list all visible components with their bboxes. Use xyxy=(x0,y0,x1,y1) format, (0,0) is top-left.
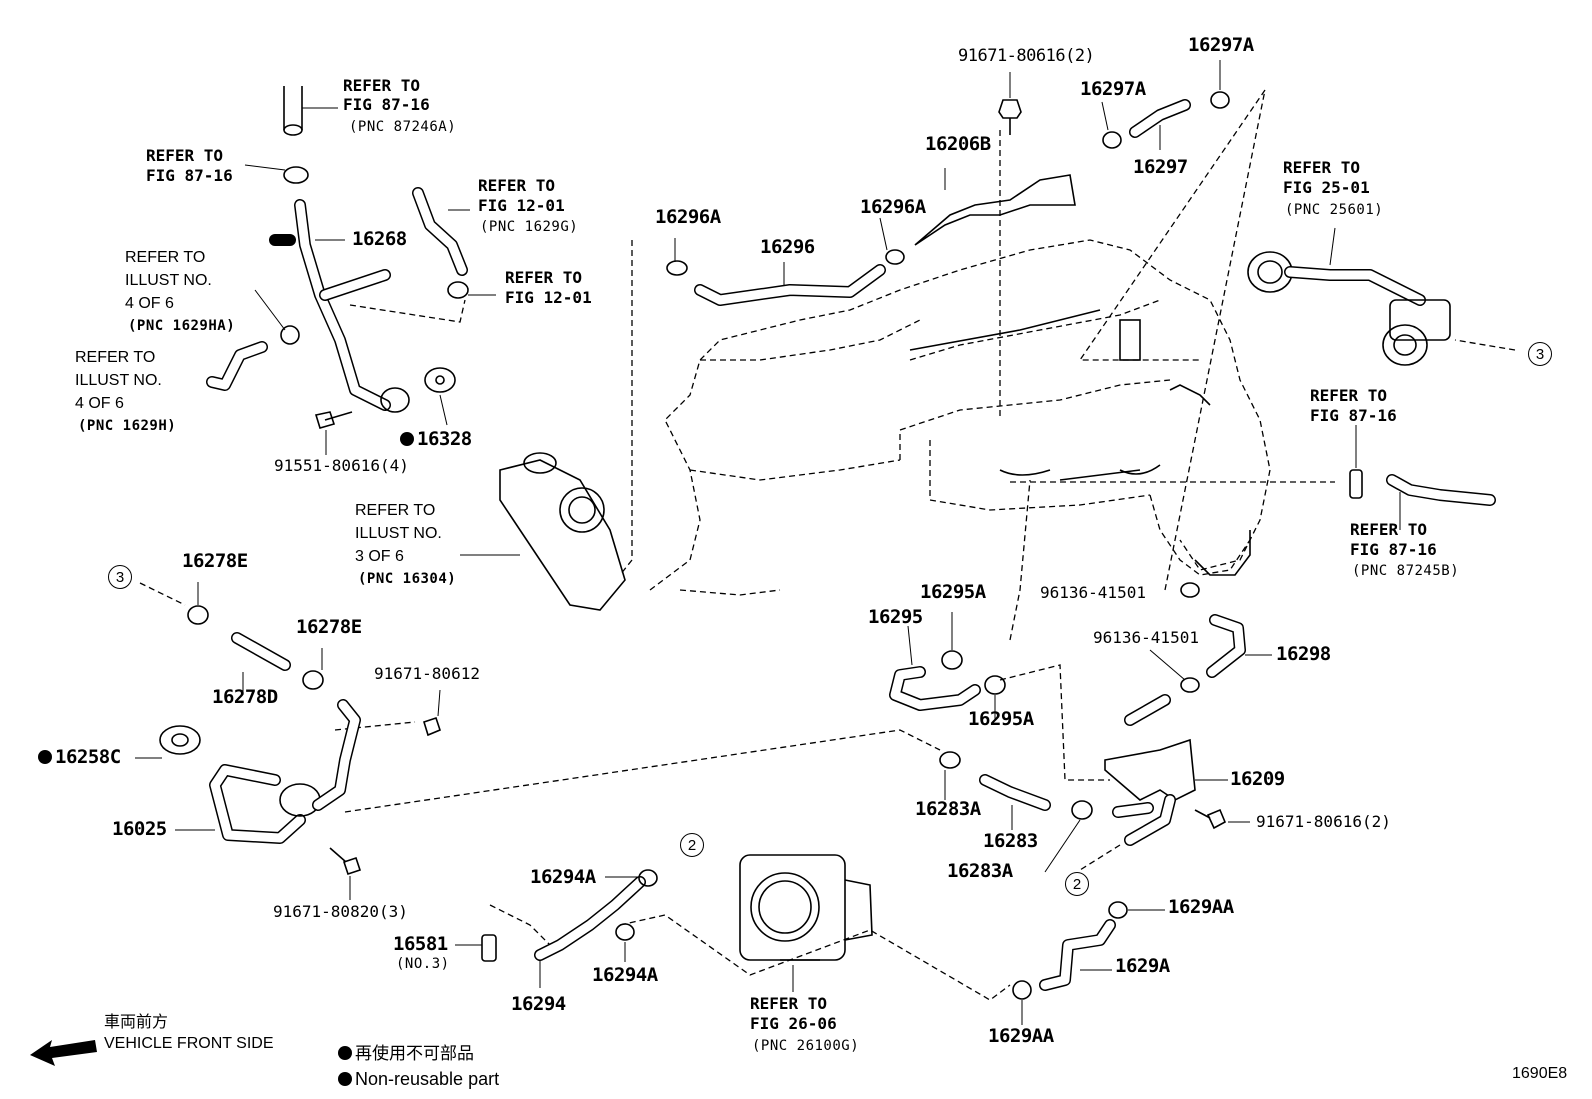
label-16209: 16209 xyxy=(1230,768,1285,790)
ref7-line2: ILLUST NO. xyxy=(355,525,442,542)
label-16294: 16294 xyxy=(511,993,566,1015)
label-96136-41501-top: 96136-41501 xyxy=(1040,583,1146,602)
label-91671-80616-top: 91671-80616(2) xyxy=(958,46,1095,66)
figure-code: 1690E8 xyxy=(1512,1065,1568,1082)
ref5-line2: ILLUST NO. xyxy=(125,272,212,289)
label-16283: 16283 xyxy=(983,830,1038,852)
ref5-line1: REFER TO xyxy=(125,249,206,266)
ref8-line3: (PNC 25601) xyxy=(1285,202,1384,218)
ref9-line2: FIG 87-16 xyxy=(1310,406,1397,425)
label-16298: 16298 xyxy=(1276,643,1331,665)
ref4-line1: REFER TO xyxy=(505,268,583,287)
ref10-line1: REFER TO xyxy=(1350,520,1428,539)
label-16297: 16297 xyxy=(1133,156,1188,178)
legend-direction-jp: 車両前方 xyxy=(104,1014,169,1031)
ref3-line3: (PNC 1629G) xyxy=(480,219,579,235)
ref1-line1: REFER TO xyxy=(343,76,421,95)
label-16283a-left: 16283A xyxy=(915,798,981,820)
ref5-line4: (PNC 1629HA) xyxy=(128,318,236,334)
ref11-line3: (PNC 26100G) xyxy=(752,1038,860,1054)
label-16295a-top: 16295A xyxy=(920,581,986,603)
label-16581-no3: (NO.3) xyxy=(396,956,450,972)
ref6-line1: REFER TO xyxy=(75,349,156,366)
ref2-line2: FIG 87-16 xyxy=(146,166,233,185)
parts-artwork xyxy=(30,60,1496,1066)
ref7-line4: (PNC 16304) xyxy=(358,571,457,587)
ref7-line3: 3 OF 6 xyxy=(355,548,404,565)
label-16294a-bottom: 16294A xyxy=(592,964,658,986)
label-16294a-top: 16294A xyxy=(530,866,596,888)
label-16328: 16328 xyxy=(400,430,472,449)
label-1629aa-top: 1629AA xyxy=(1168,896,1234,918)
ref11-line1: REFER TO xyxy=(750,994,828,1013)
ref7-line1: REFER TO xyxy=(355,502,436,519)
engine-outline xyxy=(649,239,1271,596)
callout-2-right: 2 xyxy=(1065,872,1089,896)
callout-2-center: 2 xyxy=(680,833,704,857)
label-16025: 16025 xyxy=(112,818,167,840)
ref6-line3: 4 OF 6 xyxy=(75,395,124,412)
legend-nonreuse-jp: 再使用不可部品 xyxy=(338,1045,474,1062)
label-16296: 16296 xyxy=(760,236,815,258)
label-16296a-right: 16296A xyxy=(860,196,926,218)
ref6-line4: (PNC 1629H) xyxy=(78,418,177,434)
ref10-line2: FIG 87-16 xyxy=(1350,540,1437,559)
ref8-line1: REFER TO xyxy=(1283,158,1361,177)
label-91671-80612: 91671-80612 xyxy=(374,664,480,683)
legend-direction-en: VEHICLE FRONT SIDE xyxy=(104,1035,274,1052)
ref5-line3: 4 OF 6 xyxy=(125,295,174,312)
label-16258c: 16258C xyxy=(38,748,121,767)
ref8-line2: FIG 25-01 xyxy=(1283,178,1370,197)
ref10-line3: (PNC 87245B) xyxy=(1352,563,1460,579)
label-91551-80616: 91551-80616(4) xyxy=(274,456,409,475)
ref9-line1: REFER TO xyxy=(1310,386,1388,405)
label-91671-80616-right: 91671-80616(2) xyxy=(1256,812,1391,831)
ref11-line2: FIG 26-06 xyxy=(750,1014,837,1033)
label-16278d: 16278D xyxy=(212,686,278,708)
ref3-line2: FIG 12-01 xyxy=(478,196,565,215)
label-16297a: 16297A xyxy=(1080,78,1146,100)
label-16268: 16268 xyxy=(352,228,407,250)
label-16295a-bottom: 16295A xyxy=(968,708,1034,730)
label-91671-80820: 91671-80820(3) xyxy=(273,902,408,921)
front-direction-arrow xyxy=(30,1040,97,1066)
ref1-line2: FIG 87-16 xyxy=(343,95,430,114)
ref4-line2: FIG 12-01 xyxy=(505,288,592,307)
label-1629aa-bottom: 1629AA xyxy=(988,1025,1054,1047)
label-16206b: 16206B xyxy=(925,133,991,155)
ref1-line3: (PNC 87246A) xyxy=(349,119,457,135)
callout-3-left: 3 xyxy=(108,565,132,589)
label-16581: 16581 xyxy=(393,933,448,955)
ref6-line2: ILLUST NO. xyxy=(75,372,162,389)
label-96136-41501: 96136-41501 xyxy=(1093,628,1199,647)
label-16297a-top: 16297A xyxy=(1188,34,1254,56)
label-1629a: 1629A xyxy=(1115,955,1170,977)
ref2-line1: REFER TO xyxy=(146,146,224,165)
ref3-line1: REFER TO xyxy=(478,176,556,195)
connection-lines xyxy=(139,89,1516,1001)
label-16278e: 16278E xyxy=(296,616,362,638)
label-16295: 16295 xyxy=(868,606,923,628)
legend-nonreuse-en: Non-reusable part xyxy=(338,1070,499,1088)
label-16278e-top: 16278E xyxy=(182,550,248,572)
label-16296a-left: 16296A xyxy=(655,206,721,228)
label-16283a-bottom: 16283A xyxy=(947,860,1013,882)
callout-3-right: 3 xyxy=(1528,342,1552,366)
